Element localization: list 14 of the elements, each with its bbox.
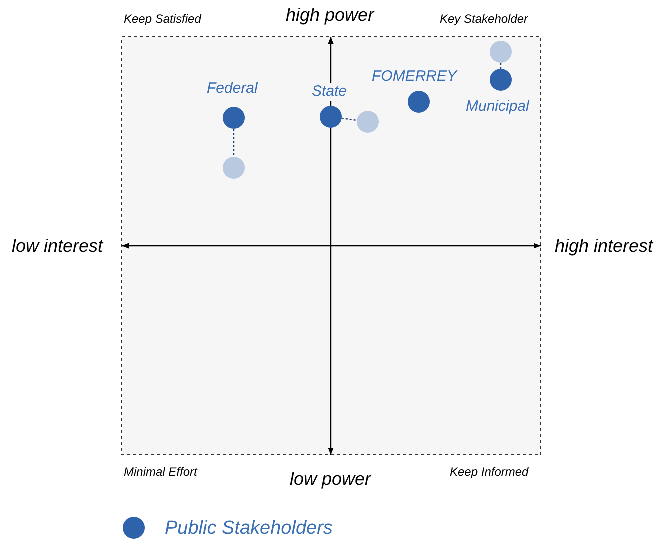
legend-label: Public Stakeholders bbox=[165, 518, 333, 540]
stakeholder-label: State bbox=[312, 83, 348, 101]
stakeholder-label: Municipal bbox=[466, 98, 530, 116]
connector-line bbox=[342, 118, 358, 122]
axis-label: low interest bbox=[12, 236, 104, 257]
connector-line bbox=[233, 129, 235, 157]
connector-line bbox=[500, 63, 502, 69]
quadrant-label: Keep Satisfied bbox=[124, 12, 202, 26]
quadrant-label: Keep Informed bbox=[450, 465, 529, 479]
quadrant-label: Minimal Effort bbox=[124, 465, 198, 479]
axis-label: high interest bbox=[555, 236, 654, 257]
axis-label: low power bbox=[290, 469, 372, 490]
quadrant-label: Key Stakeholder bbox=[440, 12, 528, 26]
axis-label: high power bbox=[286, 5, 374, 26]
